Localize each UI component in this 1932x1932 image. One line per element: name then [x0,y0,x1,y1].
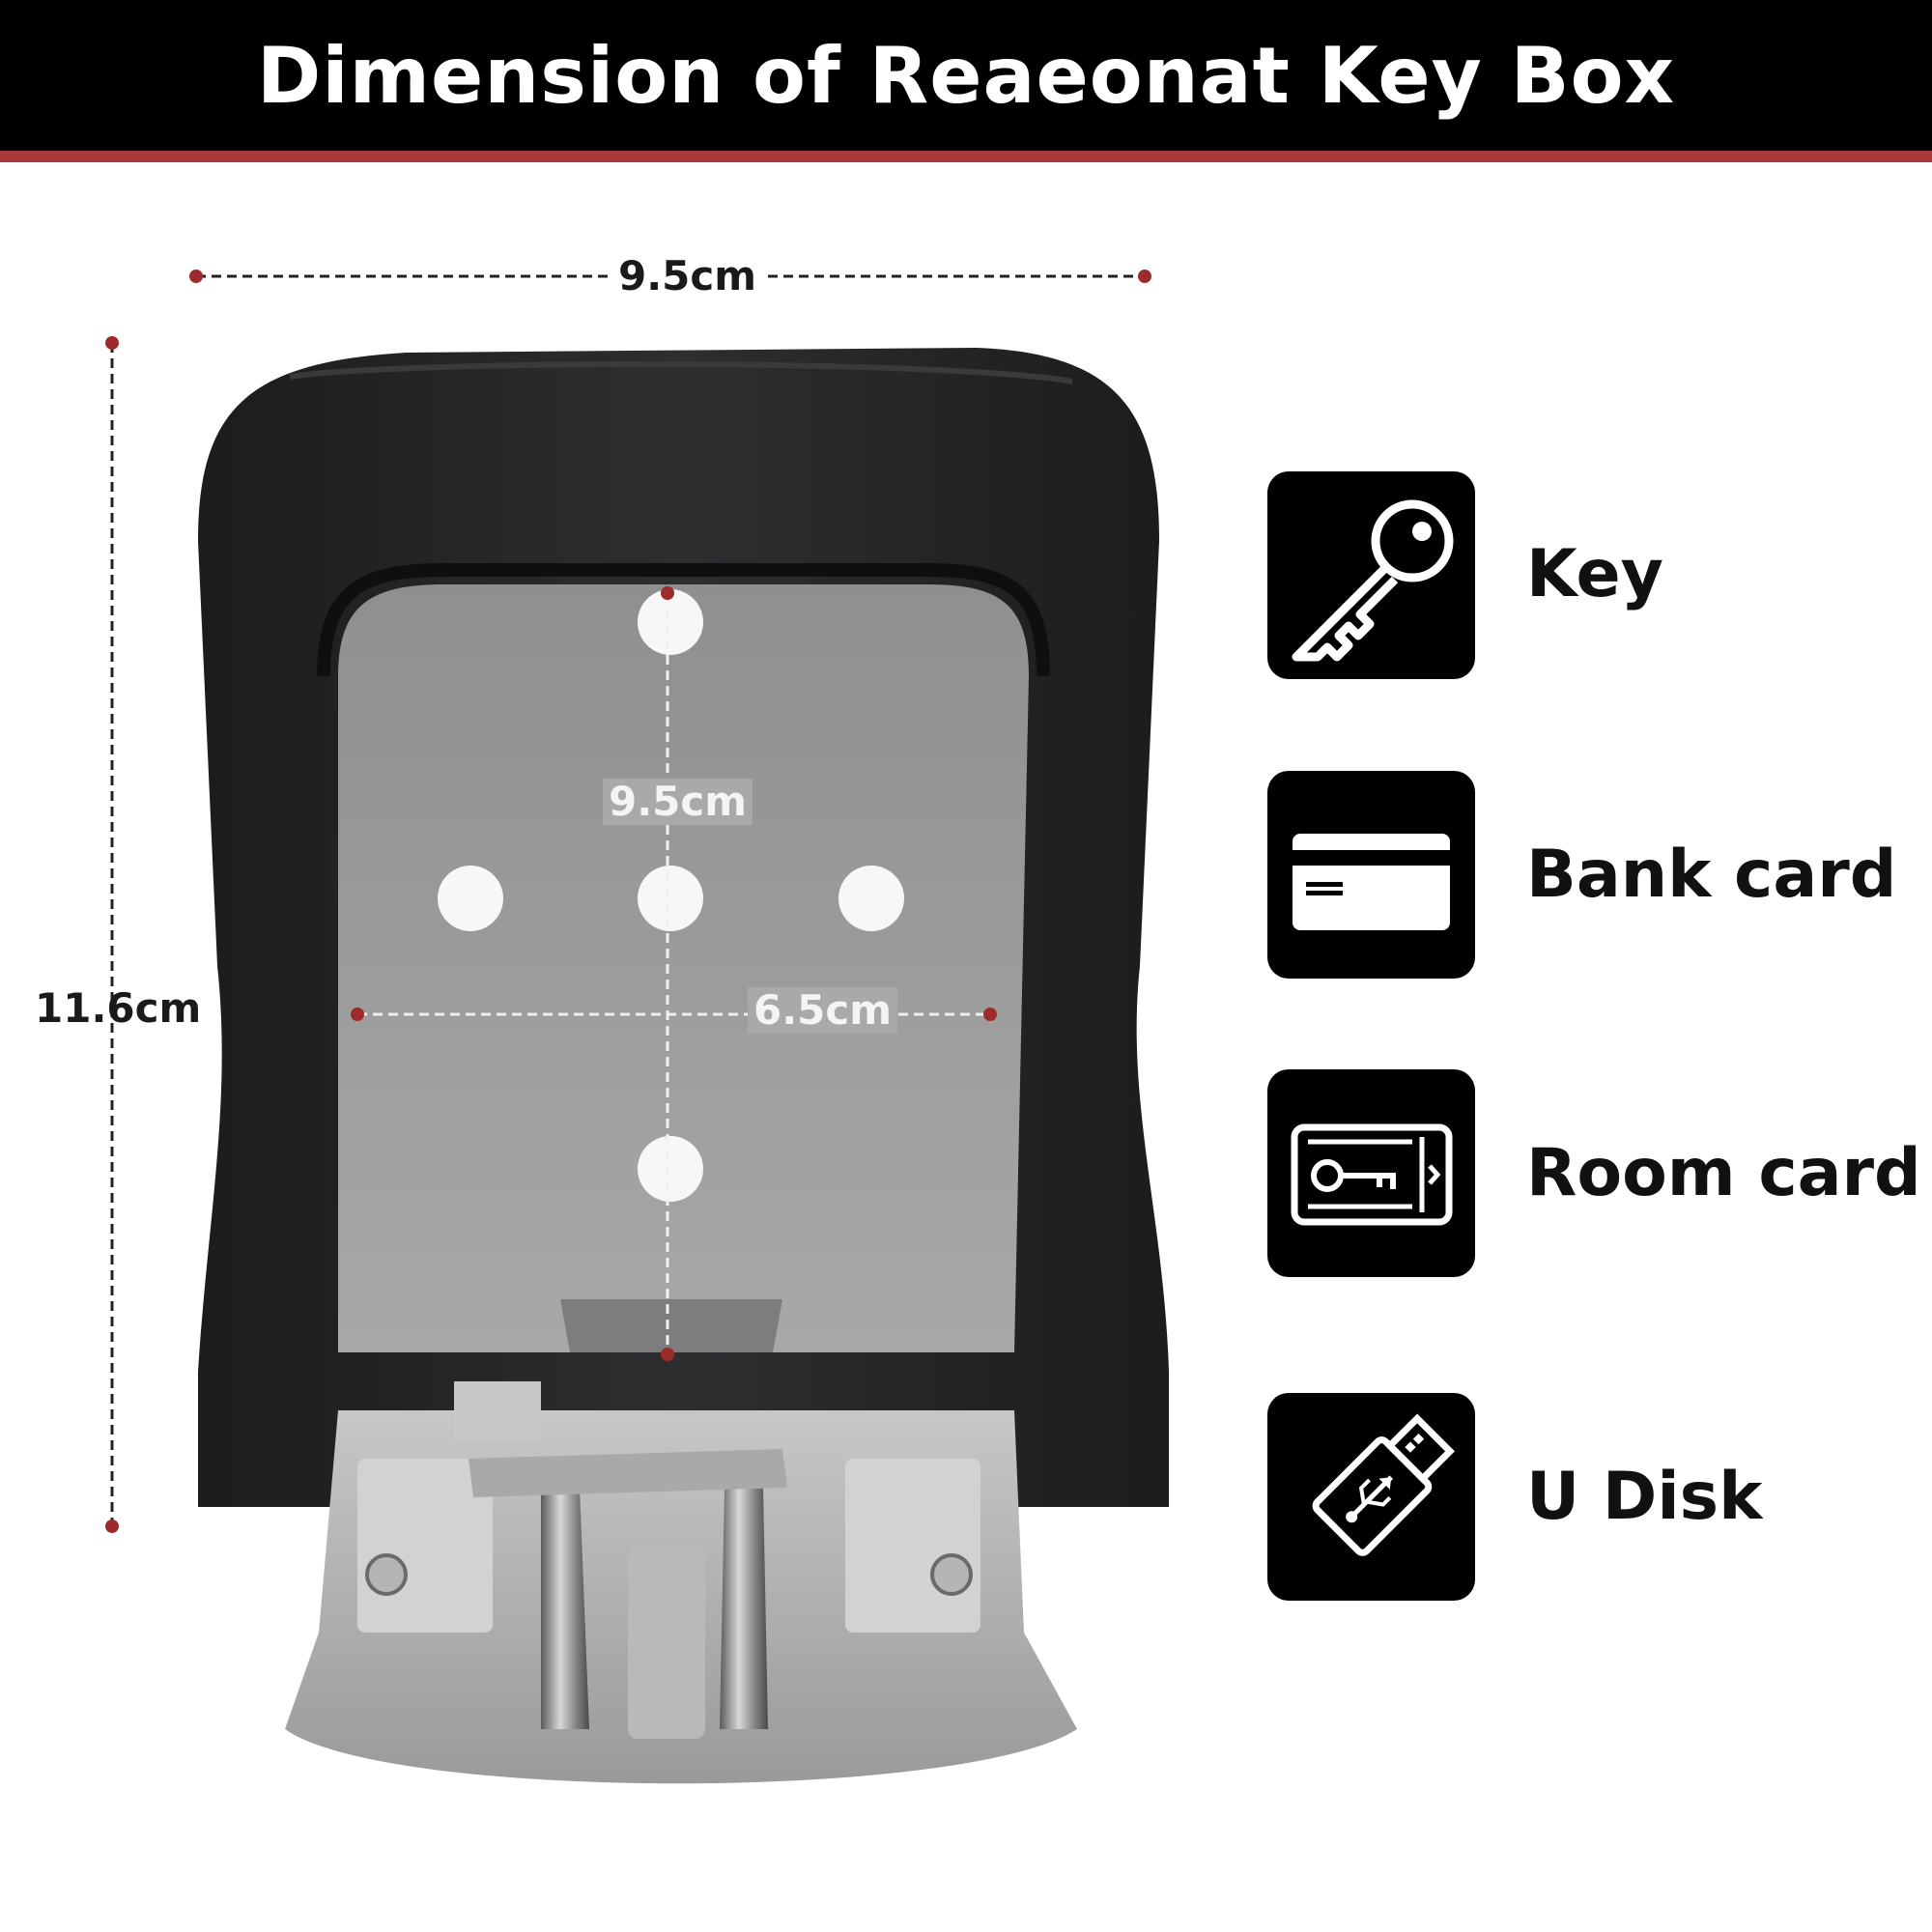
base-center-post [628,1546,705,1739]
page-title: Dimension of Reaeonat Key Box [256,30,1676,121]
feature-bank-card-label: Bank card [1526,837,1897,913]
shell-top-rim [289,361,1073,384]
dimension-dot [661,1348,674,1361]
steel-shackle-left [541,1488,589,1729]
latch-notch [560,1299,782,1352]
steel-shackle-right [720,1488,768,1729]
inner-height-label: 9.5cm [603,779,753,825]
feature-usb-disk-tile [1267,1393,1475,1601]
dimension-dot [1138,270,1151,283]
base-right-block [845,1459,980,1633]
bank-card-icon [1293,834,1450,930]
dimension-dot [189,270,203,283]
inner-rim [317,563,1050,677]
dimension-dot [105,336,119,350]
accent-line [0,151,1932,162]
feature-bank-card-tile [1267,771,1475,979]
mount-hole-bottom [638,1136,703,1202]
steel-bracket [469,1449,787,1497]
dimension-dot [105,1520,119,1533]
screw-left [365,1553,408,1596]
outer-height-label: 11.6cm [35,984,202,1032]
feature-key-tile [1267,471,1475,679]
feature-usb-disk-label: U Disk [1526,1459,1763,1535]
mount-hole-top [638,589,703,655]
mount-hole-center [638,866,703,931]
room-card-icon [1291,1123,1453,1226]
inner-width-label: 6.5cm [748,987,898,1034]
dimension-dot [661,586,674,600]
feature-room-card-label: Room card [1526,1135,1921,1211]
feature-room-card-tile [1267,1069,1475,1277]
screw-right [930,1553,973,1596]
mount-hole-right [838,866,904,931]
header-bar: Dimension of Reaeonat Key Box [0,0,1932,151]
dimension-dot [983,1008,997,1021]
usb-disk-icon [1312,1413,1455,1556]
mount-hole-left [438,866,503,931]
dimension-dot [351,1008,364,1021]
clip-left [454,1381,541,1439]
feature-key-label: Key [1526,536,1663,612]
outer-width-label: 9.5cm [611,253,765,299]
key-icon [1292,499,1454,662]
inner-plate [338,584,1029,1352]
